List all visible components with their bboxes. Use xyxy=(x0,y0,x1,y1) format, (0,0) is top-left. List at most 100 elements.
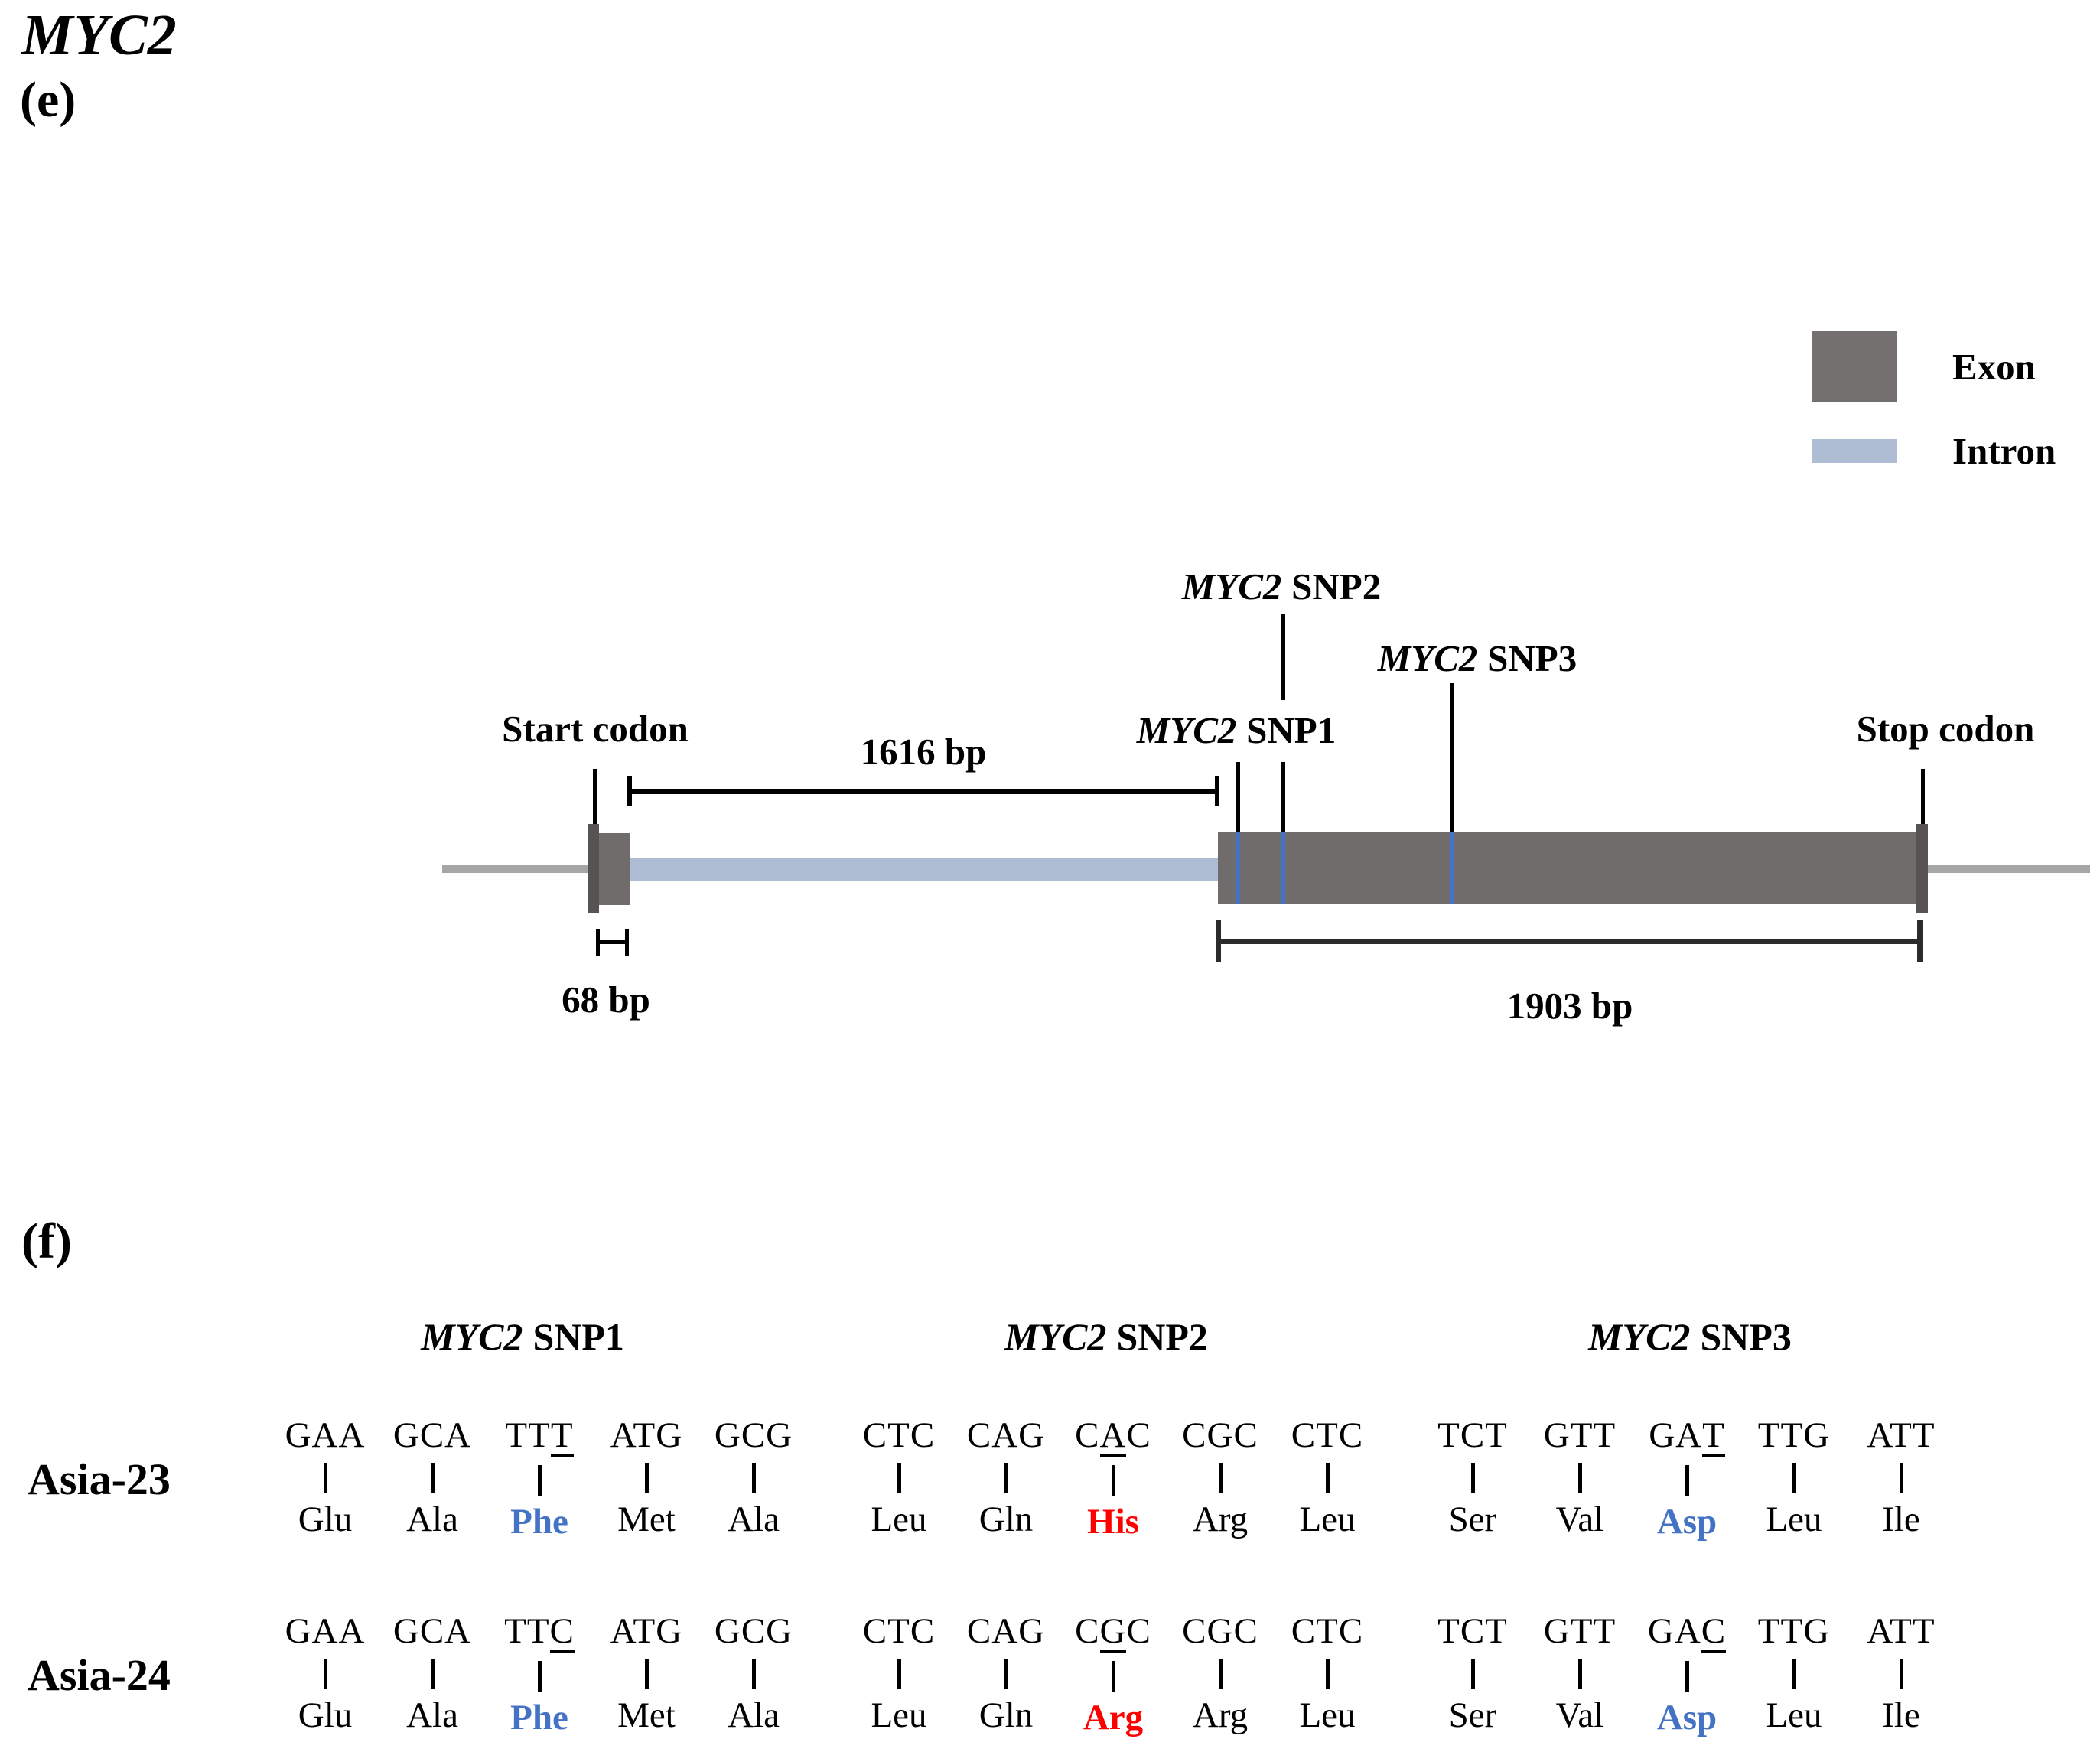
codon-text: GCG xyxy=(714,1415,793,1455)
legend-exon-label: Exon xyxy=(1952,346,2036,388)
amino-acid-text: Ile xyxy=(1882,1695,1920,1735)
codon-text: GAT xyxy=(1633,1415,1740,1457)
codon-text: TTC xyxy=(486,1611,593,1653)
codon-text: ATG xyxy=(610,1611,683,1651)
intron-measure-tick-right xyxy=(1215,776,1219,806)
codon-aa-connector xyxy=(1111,1465,1115,1496)
codon-column: GTT Val xyxy=(1526,1415,1633,1542)
codon-column: ATT Ile xyxy=(1848,1611,1955,1737)
codon-text: GAC xyxy=(1633,1611,1740,1653)
amino-acid-text: Leu xyxy=(871,1500,927,1539)
codon-text: CTC xyxy=(862,1415,936,1455)
asia24-snp1-codon-group: GAA Glu GCA Ala TTC Phe ATG Met GCG Ala xyxy=(272,1611,807,1737)
snp3-header-gene: MYC2 xyxy=(1588,1315,1691,1358)
exon1-measure-tick-right xyxy=(625,929,629,956)
asia24-snp2-codon-group: CTC Leu CAG Gln CGC Arg CGC Arg CTC Leu xyxy=(845,1611,1381,1737)
codon-text: TTG xyxy=(1757,1611,1831,1651)
amino-acid-text: Phe xyxy=(510,1698,568,1737)
snp1-gene-name: MYC2 xyxy=(1136,709,1237,751)
stop-codon-label: Stop codon xyxy=(1856,708,2035,750)
codon-aa-connector xyxy=(1899,1659,1903,1689)
asia23-snp1-codon-group: GAA Glu GCA Ala TTT Phe ATG Met GCG Ala xyxy=(272,1415,807,1542)
codon-column: GCA Ala xyxy=(379,1611,486,1737)
legend-intron-label: Intron xyxy=(1952,430,2056,472)
snp1-header-name: SNP1 xyxy=(532,1315,624,1358)
codon-column: ATT Ile xyxy=(1848,1415,1955,1542)
snp2-header-gene: MYC2 xyxy=(1004,1315,1107,1358)
panel-f-label: (f) xyxy=(21,1213,72,1269)
codon-aa-connector xyxy=(751,1463,756,1493)
start-codon-pointer xyxy=(593,769,597,824)
codon-text: CAG xyxy=(966,1611,1046,1651)
exon1-measure-tick-left xyxy=(596,929,600,956)
snp2-header-name: SNP2 xyxy=(1116,1315,1208,1358)
snp3-position-line xyxy=(1450,832,1454,904)
codon-text: TCT xyxy=(1437,1611,1508,1651)
intron-measure-tick-left xyxy=(627,776,632,806)
start-codon-label: Start codon xyxy=(502,708,689,750)
amino-acid-text: Asp xyxy=(1656,1502,1717,1542)
codon-column: TTC Phe xyxy=(486,1611,593,1737)
codon-text: GAA xyxy=(285,1611,366,1651)
codon-text: CGC xyxy=(1060,1611,1167,1653)
codon-column: CTC Leu xyxy=(1274,1611,1381,1737)
codon-text: GTT xyxy=(1543,1415,1617,1455)
codon-column: TTT Phe xyxy=(486,1415,593,1542)
codon-aa-connector xyxy=(1899,1463,1903,1493)
exon2-length-label: 1903 bp xyxy=(1506,985,1633,1027)
legend-exon-swatch xyxy=(1812,331,1897,402)
codon-aa-connector xyxy=(1577,1463,1582,1493)
codon-column: CGC Arg xyxy=(1167,1611,1274,1737)
codon-text: GCG xyxy=(714,1611,793,1651)
asia23-snp2-codon-group: CTC Leu CAG Gln CAC His CGC Arg CTC Leu xyxy=(845,1415,1381,1542)
codon-aa-connector xyxy=(323,1659,327,1689)
codon-column: GAT Asp xyxy=(1633,1415,1740,1542)
intron-length-label: 1616 bp xyxy=(860,731,987,773)
codon-aa-connector xyxy=(1470,1659,1475,1689)
codon-column: TCT Ser xyxy=(1419,1415,1526,1542)
codon-text: ATT xyxy=(1867,1415,1936,1455)
snp2-pointer-lower xyxy=(1281,762,1285,832)
stop-codon-marker xyxy=(1916,824,1928,913)
codon-column: ATG Met xyxy=(593,1611,700,1737)
codon-aa-connector xyxy=(537,1465,542,1496)
codon-aa-connector xyxy=(897,1463,901,1493)
codon-aa-connector xyxy=(430,1659,435,1689)
codon-column: TTG Leu xyxy=(1740,1415,1848,1542)
amino-acid-text: Ser xyxy=(1448,1695,1497,1735)
panel-e-label: (e) xyxy=(20,72,77,128)
codon-text: CTC xyxy=(1291,1415,1364,1455)
amino-acid-text: Phe xyxy=(510,1502,568,1542)
amino-acid-text: Glu xyxy=(298,1695,353,1735)
amino-acid-text: Ala xyxy=(406,1500,458,1539)
codon-column: GCG Ala xyxy=(700,1415,807,1542)
codon-text: GAA xyxy=(285,1415,366,1455)
gene-structure-diagram xyxy=(442,614,2090,962)
amino-acid-text: Val xyxy=(1555,1695,1604,1735)
amino-acid-text: Leu xyxy=(1299,1500,1356,1539)
codon-column: CTC Leu xyxy=(845,1611,952,1737)
codon-aa-connector xyxy=(1111,1661,1115,1692)
codon-aa-connector xyxy=(323,1463,327,1493)
codon-aa-connector xyxy=(644,1659,649,1689)
snp3-pointer xyxy=(1450,683,1454,832)
codon-aa-connector xyxy=(1792,1659,1796,1689)
asia23-snp3-codon-group: TCT Ser GTT Val GAT Asp TTG Leu ATT Ile xyxy=(1419,1415,1955,1542)
codon-column: GCA Ala xyxy=(379,1415,486,1542)
exon2-measure-tick-right xyxy=(1917,920,1923,962)
codon-column: CTC Leu xyxy=(845,1415,952,1542)
codon-text: CTC xyxy=(862,1611,936,1651)
asia24-snp3-codon-group: TCT Ser GTT Val GAC Asp TTG Leu ATT Ile xyxy=(1419,1611,1955,1737)
amino-acid-text: Gln xyxy=(978,1695,1034,1735)
codon-column: ATG Met xyxy=(593,1415,700,1542)
amino-acid-text: Leu xyxy=(871,1695,927,1735)
codon-text: TTT xyxy=(486,1415,593,1457)
exon1-measure-line xyxy=(597,940,629,944)
amino-acid-text: Leu xyxy=(1766,1500,1822,1539)
codon-aa-connector xyxy=(1470,1463,1475,1493)
start-codon-marker xyxy=(588,824,599,913)
codon-aa-connector xyxy=(1325,1463,1330,1493)
amino-acid-text: Arg xyxy=(1192,1500,1249,1539)
amino-acid-text: Gln xyxy=(978,1500,1034,1539)
